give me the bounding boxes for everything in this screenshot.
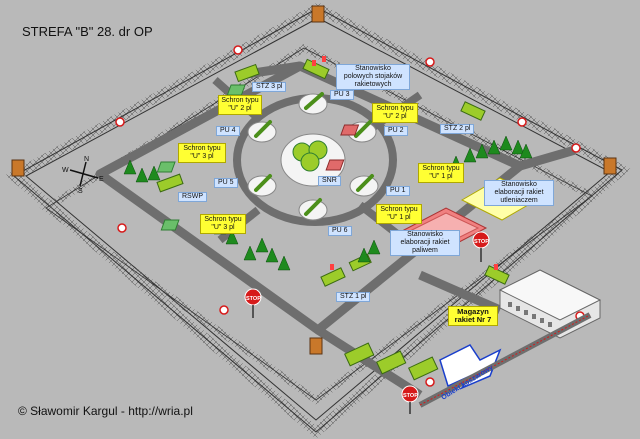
shelter-label-3pl-left: Schron typu "U" 3 pl bbox=[178, 143, 226, 163]
compass-rose bbox=[69, 161, 99, 187]
compass-w: W bbox=[62, 167, 69, 174]
shelter-label-2pl-right: Schron typu "U" 2 pl bbox=[372, 103, 418, 123]
barracks-arrow bbox=[439, 344, 502, 390]
launcher-label-6: PU 6 bbox=[328, 226, 352, 236]
compass-n: N bbox=[84, 156, 89, 163]
compass-e: E bbox=[99, 176, 104, 183]
stop-posts bbox=[252, 248, 482, 414]
page-title: STREFA "B" 28. dr OP bbox=[22, 24, 153, 39]
stz1-label: STZ 1 pl bbox=[336, 292, 371, 302]
missiles bbox=[254, 92, 374, 216]
barracks-road bbox=[418, 312, 592, 408]
stz2-label: STZ 2 pl bbox=[440, 124, 475, 134]
stop-text-3: STOP bbox=[403, 393, 418, 399]
stz3-label: STZ 3 pl bbox=[252, 82, 287, 92]
shelter-label-1pl-right: Schron typu "U" 1 pl bbox=[418, 163, 464, 183]
shelter-label-2pl-top: Schron typu "U" 2 pl bbox=[218, 95, 262, 115]
warehouse-building bbox=[498, 269, 602, 339]
warehouse-label: Magazyn rakiet Nr 7 bbox=[448, 306, 498, 326]
oxidizer-station-label: Stanowisko elaboracji rakiet utleniaczem bbox=[484, 180, 554, 206]
guard-towers bbox=[11, 5, 617, 355]
stop-text-2: STOP bbox=[246, 296, 261, 302]
stop-text-1: STOP bbox=[474, 239, 489, 245]
vehicles bbox=[156, 58, 510, 381]
launcher-label-5: PU 5 bbox=[214, 178, 238, 188]
launcher-label-2: PU 2 bbox=[384, 126, 408, 136]
snr-station bbox=[280, 133, 346, 187]
shelter-label-3pl-lower: Schron typu "U" 3 pl bbox=[200, 214, 246, 234]
launcher-label-3: PU 3 bbox=[330, 90, 354, 100]
copyright-credit: © Sławomir Kargul - http://wria.pl bbox=[18, 404, 193, 418]
fuel-station-label: Stanowisko elaboracji rakiet paliwem bbox=[390, 230, 460, 256]
launcher-label-4: PU 4 bbox=[216, 126, 240, 136]
field-stands-label: Stanowisko polowych stojaków rakietowych bbox=[336, 64, 410, 90]
trees bbox=[123, 135, 533, 271]
shelter-label-1pl-lower: Schron typu "U" 1 pl bbox=[376, 204, 422, 224]
launcher-label-1: PU 1 bbox=[386, 186, 410, 196]
snr-label: SNR bbox=[318, 176, 341, 186]
compass-s: S bbox=[78, 188, 83, 195]
rswp-label: RSWP bbox=[178, 192, 207, 202]
shelter-blocks bbox=[156, 84, 360, 231]
warning-signs bbox=[115, 45, 585, 387]
vehicle-accents bbox=[312, 56, 498, 270]
